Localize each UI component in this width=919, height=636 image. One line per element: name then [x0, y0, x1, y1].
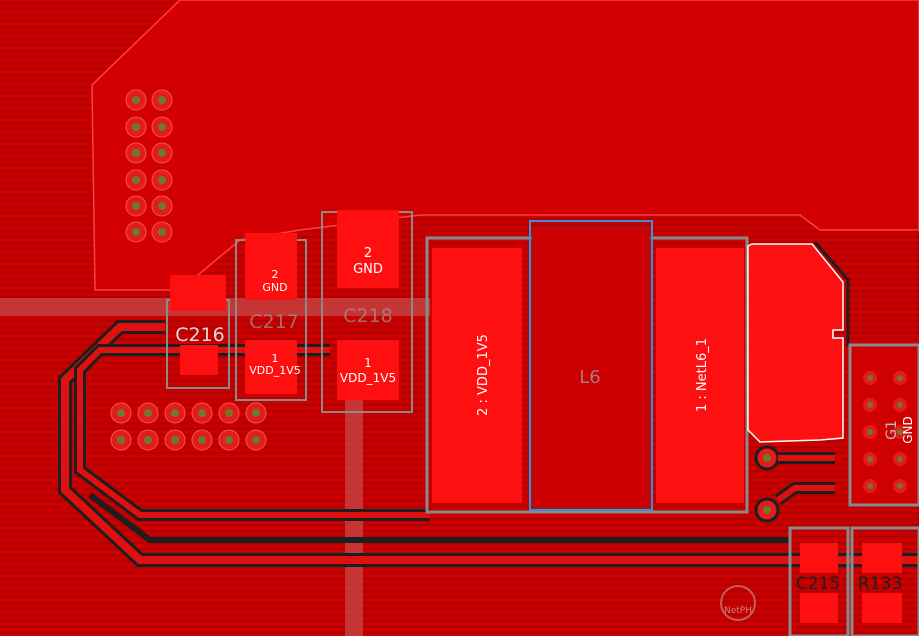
r133-pad-bottom[interactable]: [862, 593, 902, 623]
c216-designator: C216: [175, 324, 225, 346]
c217-pad-1[interactable]: [245, 340, 297, 394]
c217-pad-2-net: GND: [262, 281, 287, 294]
via-cluster-lower-left: [110, 402, 267, 451]
g1-pad-net: GND: [901, 416, 915, 444]
c218-pad-2-net: GND: [353, 262, 383, 277]
c217-designator: C217: [249, 311, 299, 333]
trace-loop-outer-copper: [61, 323, 919, 564]
guide-line-vertical: [345, 380, 363, 636]
l6-pad-1-label: 1 : NetL6_1: [695, 338, 710, 412]
component-l6[interactable]: [425, 220, 749, 514]
c215-designator: C215: [796, 574, 840, 594]
c216-pad-top[interactable]: [170, 275, 226, 311]
c217-pad-1-net: VDD_1V5: [249, 364, 301, 377]
c217-pad-2[interactable]: [245, 233, 297, 300]
copper-region-upper-left: [91, 0, 919, 291]
c218-designator: C218: [343, 305, 393, 327]
via-group-right: [754, 445, 835, 523]
c218-pad-2[interactable]: [337, 210, 399, 288]
component-g1[interactable]: [848, 343, 919, 507]
l6-selection-highlight: [529, 220, 653, 511]
component-c218[interactable]: [321, 210, 413, 413]
c218-pad-2-number: 2: [364, 246, 372, 261]
l6-designator: L6: [579, 367, 600, 388]
l6-body: [531, 227, 651, 509]
copper-zone-netl6-1: [747, 243, 844, 443]
component-c215[interactable]: [788, 526, 850, 636]
component-c216[interactable]: [166, 275, 230, 389]
c217-pad-1-number: 1: [272, 352, 279, 365]
c218-pad-1-number: 1: [364, 356, 372, 370]
component-c217[interactable]: [235, 233, 307, 401]
l6-pad-2-label: 2 : VDD_1V5: [476, 334, 491, 416]
l6-pad-2[interactable]: [432, 248, 522, 503]
r133-pad-top[interactable]: [862, 543, 902, 573]
mounting-hole-netph[interactable]: [720, 585, 756, 621]
c215-pad-top[interactable]: [800, 543, 838, 573]
l6-pad-1[interactable]: [656, 248, 744, 503]
trace-bottom: [88, 492, 790, 543]
r133-designator: R133: [858, 574, 902, 594]
c218-pad-1[interactable]: [337, 340, 399, 400]
c218-pad-1-net: VDD_1V5: [340, 371, 396, 385]
c215-pad-bottom[interactable]: [800, 593, 838, 623]
netph-label: NetPH: [724, 606, 752, 616]
c217-pad-2-number: 2: [272, 268, 279, 281]
header-pin-array: [125, 89, 173, 243]
trace-loop-inner-copper: [77, 347, 430, 518]
component-r133[interactable]: [850, 526, 919, 636]
c216-pad-bottom[interactable]: [180, 345, 218, 375]
g1-designator: G1: [884, 420, 900, 440]
